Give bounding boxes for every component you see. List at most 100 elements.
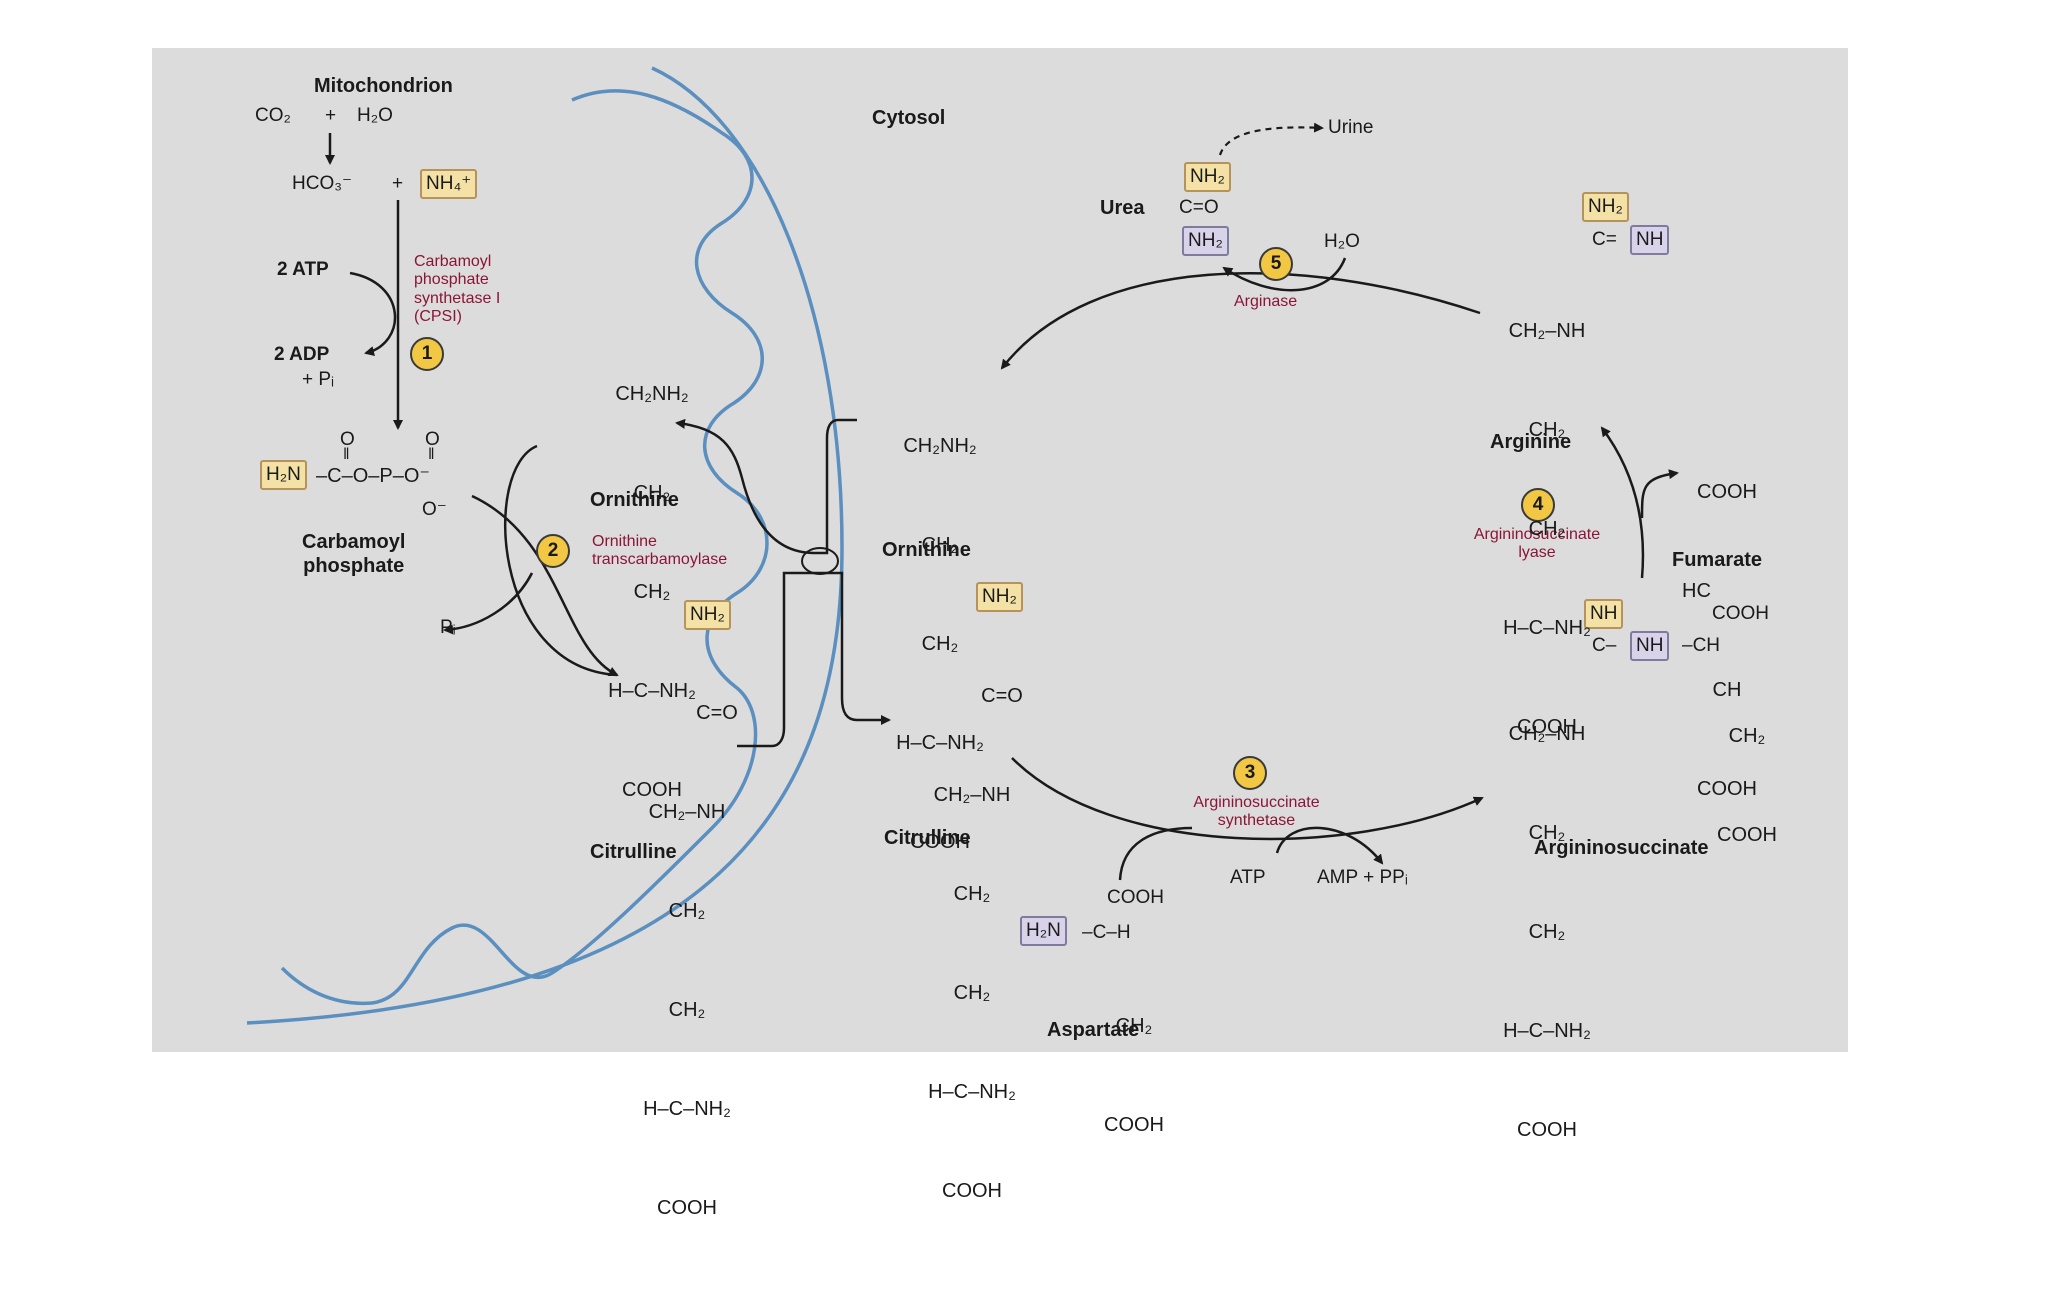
mol-line: H–C–NH₂ — [928, 1081, 1016, 1103]
arrow-urea-to-urine — [1218, 122, 1324, 156]
as-c-link: C– — [1592, 635, 1617, 656]
arginine-nh2: NH₂ — [1582, 192, 1629, 222]
mol-line: COOH — [622, 779, 682, 801]
mol-line: CH₂–NH — [1508, 320, 1586, 342]
enzyme-line: synthetase I — [414, 289, 501, 307]
mol-line: COOH — [942, 1180, 1002, 1202]
adp-label: 2 ADP — [274, 344, 330, 365]
plus-sign: + — [325, 105, 337, 126]
mol-line: CH₂ — [953, 883, 991, 905]
cp-o-bottom: O⁻ — [422, 499, 447, 520]
mol-line: COOH — [1517, 716, 1577, 738]
fumarate-structure: COOH HC CH COOH — [1682, 410, 1772, 872]
fumarate-name: Fumarate — [1672, 549, 1763, 571]
nh-box: NH — [1584, 599, 1624, 629]
hco3-label: HCO₃⁻ — [292, 173, 352, 194]
mol-line: C=O — [696, 702, 738, 724]
mol-line: CH₂ — [1528, 822, 1566, 844]
mol-line: CH₂NH₂ — [903, 435, 977, 457]
urea-co: C=O — [1179, 197, 1219, 218]
mol-line: H–C–NH₂ — [1503, 1020, 1591, 1042]
arrow-to-pi — [443, 572, 534, 635]
citrulline-mito-name: Citrulline — [590, 841, 677, 863]
nh-box: NH — [1630, 225, 1670, 255]
arrow-arginase-to-ornithine — [1000, 271, 1481, 370]
arrow-to-fumarate — [1640, 469, 1679, 519]
as-left-chain: CH₂–NH CH₂ CH₂ H–C–NH₂ COOH — [1472, 652, 1622, 1213]
mitochondrion-label: Mitochondrion — [314, 75, 453, 97]
citrulline-cyto-nh2: NH₂ — [976, 582, 1023, 612]
enzyme-line: Argininosuccinate — [1193, 794, 1320, 811]
mol-line: H–C–NH₂ — [1503, 617, 1591, 639]
mol-line: CH₂ — [668, 999, 706, 1021]
mol-line: CH — [1712, 679, 1742, 701]
mol-line: COOH — [657, 1197, 717, 1219]
mol-line: COOH — [1717, 824, 1777, 846]
aspartate-h2n: H₂N — [1020, 916, 1067, 946]
urea-label: Urea — [1100, 197, 1145, 219]
atp-step3: ATP — [1230, 867, 1266, 888]
h2n-box: H₂N — [260, 460, 307, 490]
enzyme-line: Ornithine — [592, 533, 657, 550]
enzyme-line: transcarbamoylase — [592, 551, 728, 569]
ass-enzyme-label: Argininosuccinate synthetase — [1164, 794, 1349, 831]
nh-box: NH — [1630, 631, 1670, 661]
aspartate-cooh-top: COOH — [1107, 887, 1164, 908]
citrulline-mito-nh2: NH₂ — [684, 600, 731, 630]
arginine-c: C= — [1592, 229, 1617, 250]
as-ch: –CH — [1682, 635, 1721, 656]
mol-line: H–C–NH₂ — [896, 732, 984, 754]
urea-nh2-top: NH₂ — [1184, 162, 1231, 192]
as-nh-top: NH — [1584, 599, 1624, 629]
mol-line: CH₂ — [633, 482, 671, 504]
mol-line: CH₂NH₂ — [615, 383, 689, 405]
mol-line: CH₂ — [668, 900, 706, 922]
arrow-aspartate-in — [1118, 826, 1193, 881]
mol-line: CH₂ — [1528, 921, 1566, 943]
mol-line: CH₂ — [921, 633, 959, 655]
mol-line: CH₂ — [921, 534, 959, 556]
arginine-nh: NH — [1630, 225, 1670, 255]
urea-cycle-diagram: Mitochondrion Cytosol CO₂ + H₂O HCO₃⁻ + … — [152, 48, 1848, 1219]
step-badge-1: 1 — [410, 337, 444, 371]
mol-line: CH₂–NH — [933, 784, 1011, 806]
pi-label: + Pᵢ — [302, 369, 335, 390]
aspartate-name: Aspartate — [1047, 1019, 1140, 1041]
cp-double-bond-1: ‖ — [343, 446, 350, 463]
enzyme-line: lyase — [1518, 544, 1556, 562]
cp-h2n: H₂N — [260, 460, 307, 490]
step-badge-5: 5 — [1259, 247, 1293, 281]
amp-ppi-label: AMP + PPᵢ — [1317, 867, 1408, 888]
mol-line: COOH — [1104, 1114, 1164, 1136]
as-nh-mid: NH — [1630, 631, 1670, 661]
co2-label: CO₂ — [255, 105, 291, 126]
atp-label: 2 ATP — [277, 259, 329, 280]
mol-line: CH₂ — [633, 581, 671, 603]
name-line: phosphate — [303, 555, 405, 577]
arginine-chain: CH₂–NH CH₂ CH₂ H–C–NH₂ COOH — [1472, 249, 1622, 810]
cps1-enzyme-label: Carbamoyl phosphate synthetase I (CPSI) — [414, 253, 500, 327]
citrulline-cyto-name: Citrulline — [884, 827, 971, 849]
cp-o-top-1: O — [340, 429, 355, 450]
mol-line: CH₂ — [953, 982, 991, 1004]
arrow-atp-to-amp — [1275, 826, 1384, 865]
diagram-graphics — [246, 66, 1679, 1025]
plus-sign-2: + — [392, 173, 404, 194]
cp-double-bond-2: ‖ — [428, 446, 435, 463]
mol-line: H–C–NH₂ — [643, 1098, 731, 1120]
arrow-atp-to-adp — [349, 271, 397, 356]
arginine-name: Arginine — [1490, 431, 1572, 453]
ornithine-cyto: CH₂NH₂ CH₂ CH₂ H–C–NH₂ COOH — [870, 364, 1010, 925]
nh2-box: NH₂ — [1182, 226, 1229, 256]
step-badge-4: 4 — [1521, 488, 1555, 522]
enzyme-line: phosphate — [414, 271, 489, 289]
arginase-enzyme-label: Arginase — [1234, 293, 1298, 310]
step-badge-2: 2 — [536, 534, 570, 568]
mol-line: CH₂ — [1528, 419, 1566, 441]
nh2-box: NH₂ — [976, 582, 1023, 612]
arrow-h2o-to-urea — [1222, 257, 1347, 292]
enzyme-line: synthetase — [1217, 812, 1296, 830]
aspartate-chain: CH₂ COOH — [1094, 944, 1174, 1208]
nh2-box: NH₂ — [1582, 192, 1629, 222]
mol-line: CH₂–NH — [648, 801, 726, 823]
